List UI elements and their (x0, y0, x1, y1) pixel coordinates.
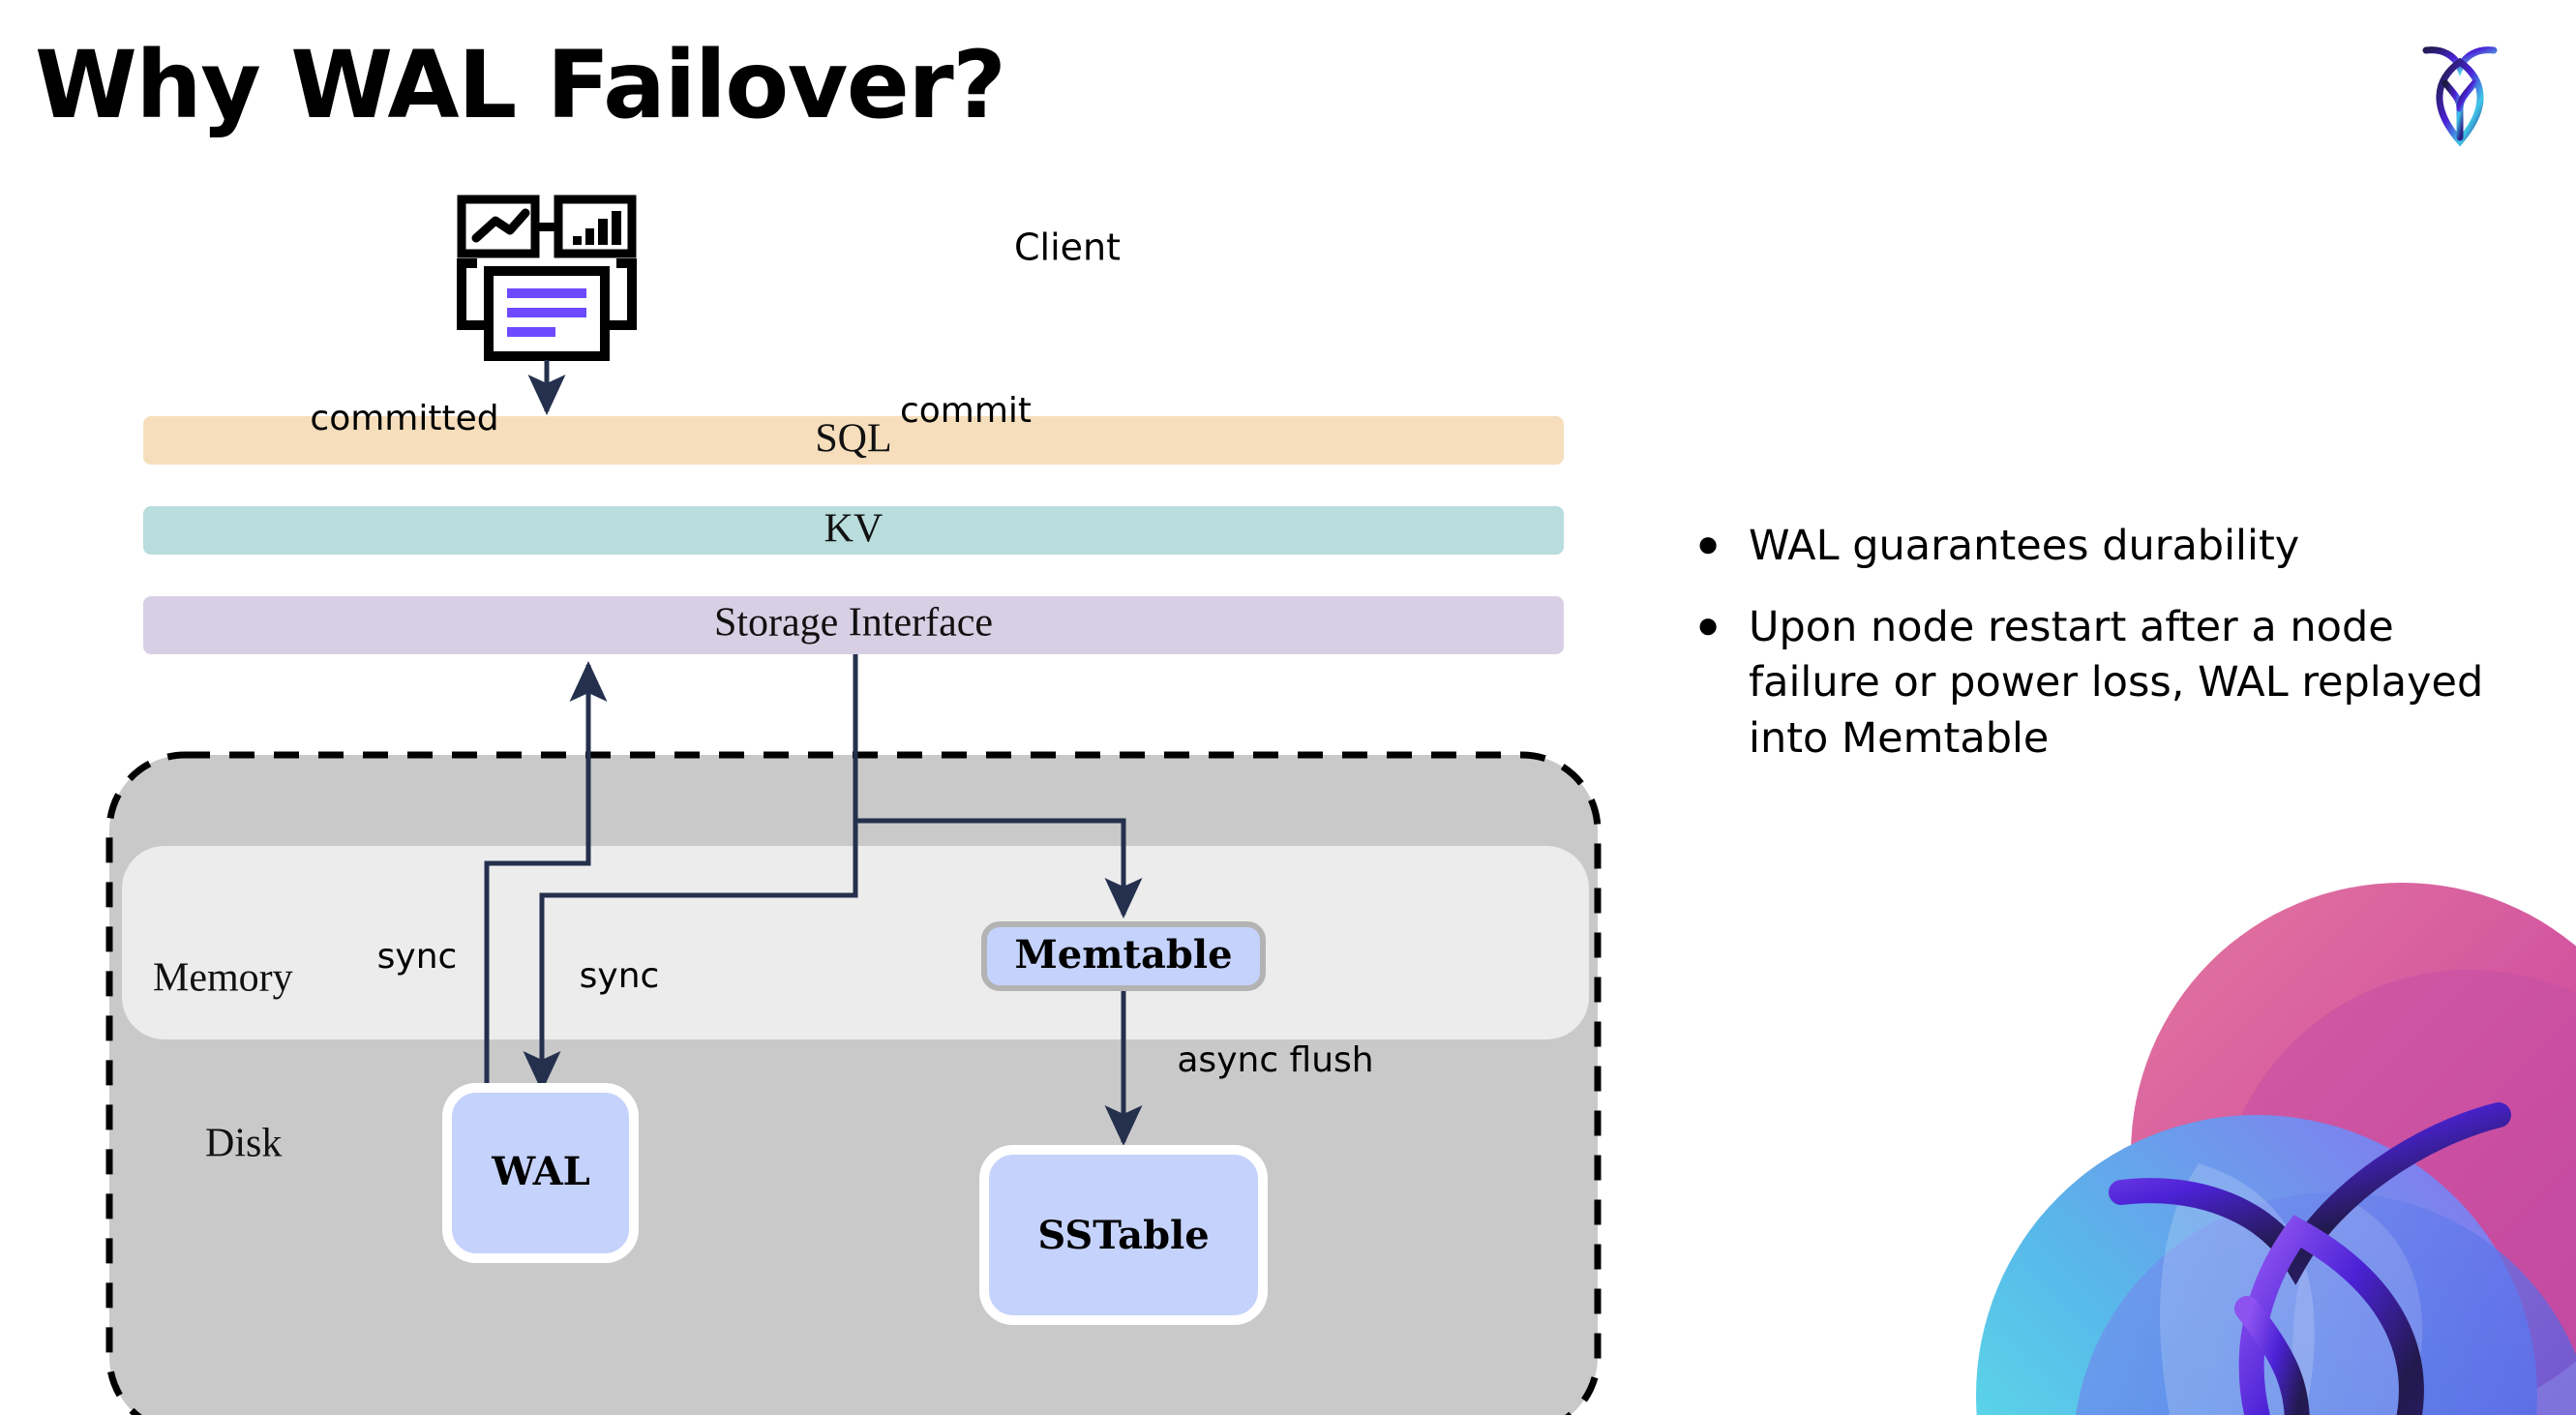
node-sstable[interactable] (979, 1145, 1268, 1325)
edge-label-sync-down: sync (580, 956, 660, 996)
edge-label-commit: commit (900, 391, 1032, 431)
node-wal[interactable] (442, 1083, 639, 1263)
wal-architecture-diagram: Client SQL KV Storage Interface Pebble M… (105, 195, 1602, 1415)
edge-label-committed: committed (310, 399, 498, 438)
layer-bar-storage-interface (143, 596, 1564, 654)
edge-label-async-flush: async flush (1177, 1040, 1373, 1080)
layer-bar-kv (143, 506, 1564, 555)
client-label: Client (1014, 226, 1121, 269)
edge-commit-to-memtable (853, 654, 1143, 919)
cockroachdb-logo-icon (2422, 46, 2498, 147)
edge-committed-to-storage-interface (484, 660, 608, 1088)
node-label-wal: WAL (491, 1149, 590, 1194)
bullet-dot-icon: ● (1696, 603, 1721, 647)
bullet-text: Upon node restart after a node failure o… (1749, 602, 2484, 763)
node-memtable[interactable] (981, 921, 1266, 991)
list-item: ● WAL guarantees durability (1689, 519, 2521, 575)
bullet-text: WAL guarantees durability (1749, 522, 2300, 570)
client-dashboard-icon (457, 195, 637, 361)
edge-commit-to-wal (523, 821, 858, 1093)
layer-bar-sql (143, 416, 1564, 465)
cockroachdb-brand-graphic (1976, 883, 2576, 1415)
layer-label-storage-interface: Storage Interface (714, 601, 993, 646)
list-item: ● Upon node restart after a node failure… (1689, 600, 2521, 768)
layer-label-kv: KV (824, 507, 884, 552)
node-label-sstable: SSTable (1037, 1213, 1209, 1258)
disk-label: Disk (205, 1122, 282, 1166)
layer-label-sql: SQL (815, 417, 891, 462)
node-label-memtable: Memtable (1014, 932, 1232, 978)
bullet-list: ● WAL guarantees durability ● Upon node … (1689, 519, 2521, 792)
page-title: Why WAL Failover? (35, 31, 1006, 139)
edge-label-sync-up: sync (377, 937, 458, 977)
bullet-dot-icon: ● (1696, 523, 1721, 565)
memory-label: Memory (153, 956, 293, 1001)
